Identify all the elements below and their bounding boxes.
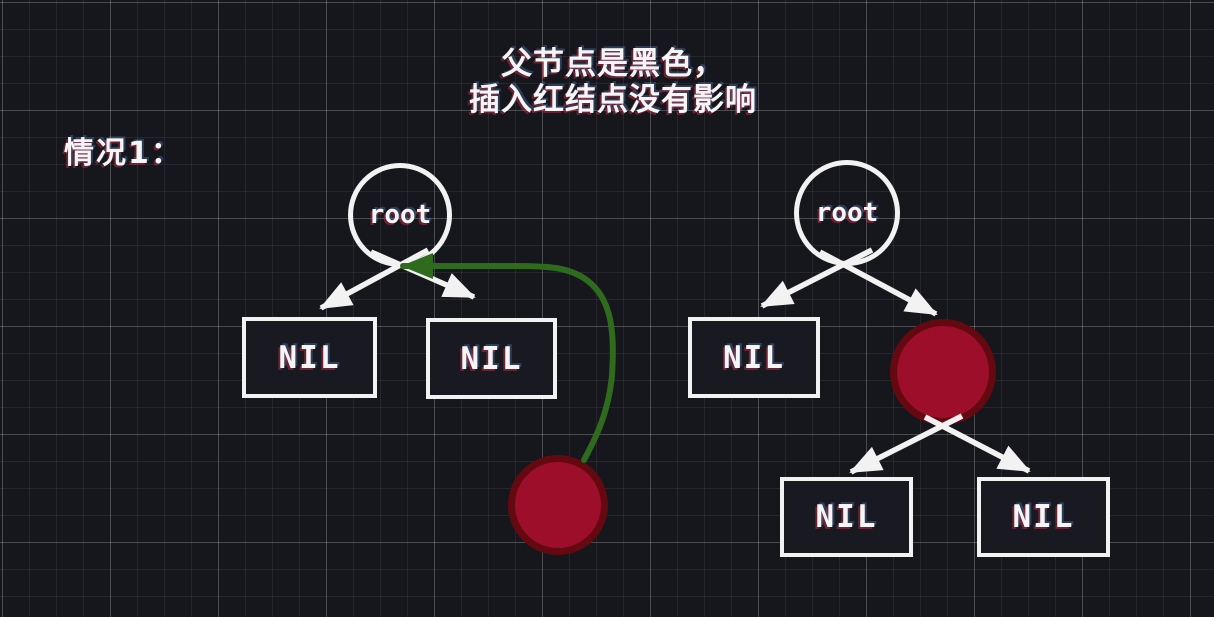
right-tree-left-nil-label: NIL	[723, 339, 785, 376]
right-root-label: root	[815, 198, 879, 228]
left-tree-inserted-red-node[interactable]	[508, 455, 608, 555]
left-root-node[interactable]: root	[348, 163, 452, 267]
left-tree-right-nil-label: NIL	[460, 340, 523, 377]
case-label[interactable]: 情况1：	[64, 136, 183, 171]
left-tree-right-nil-box[interactable]: NIL	[426, 318, 557, 399]
right-tree-bottom-right-nil-label: NIL	[1012, 499, 1075, 535]
title-text[interactable]: 父节点是黑色， 插入红结点没有影响	[357, 46, 869, 118]
left-root-label: root	[368, 200, 432, 230]
right-tree-bottom-left-nil-box[interactable]: NIL	[780, 477, 913, 557]
title-line-2: 插入红结点没有影响	[469, 82, 757, 118]
left-tree-left-nil-box[interactable]: NIL	[242, 317, 377, 398]
right-tree-left-nil-box[interactable]: NIL	[688, 317, 820, 398]
right-tree-bottom-left-nil-label: NIL	[815, 499, 878, 535]
right-root-node[interactable]: root	[794, 160, 900, 266]
left-tree-left-nil-label: NIL	[278, 339, 341, 376]
right-tree-red-node[interactable]	[890, 319, 996, 425]
title-line-1: 父节点是黑色，	[501, 46, 725, 82]
red-node-to-bottom-right-nil-arrow[interactable]	[923, 414, 1031, 474]
right-tree-bottom-right-nil-box[interactable]: NIL	[977, 477, 1110, 557]
